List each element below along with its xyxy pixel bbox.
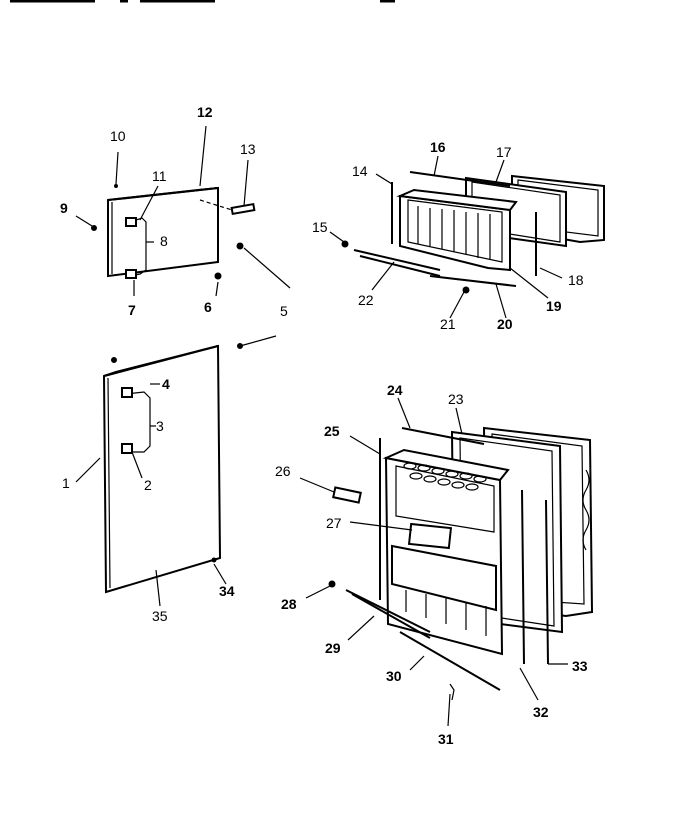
callout-11: 11: [152, 168, 167, 184]
callout-27: 27: [326, 515, 342, 531]
egg-tray: [403, 462, 487, 491]
callout-30: 30: [386, 668, 402, 684]
callout-17: 17: [496, 144, 512, 160]
callout-16: 16: [430, 139, 446, 155]
callout-1: 1: [62, 475, 70, 491]
callout-labels: 1 2 3 4 5 6 7 8 9 10 11 12 13 14 15 16 1…: [60, 104, 588, 747]
callout-32: 32: [533, 704, 549, 720]
callout-34: 34: [219, 583, 235, 599]
callout-5: 5: [280, 303, 288, 319]
callout-20: 20: [497, 316, 513, 332]
callout-12: 12: [197, 104, 213, 120]
freezer-liner-assembly: [329, 155, 605, 319]
hinge-screw: [236, 242, 244, 250]
callout-29: 29: [325, 640, 341, 656]
butter-compartment: [407, 522, 453, 550]
callout-35: 35: [152, 608, 168, 624]
callout-26: 26: [275, 463, 291, 479]
callout-14: 14: [352, 163, 368, 179]
fresh-food-door-assembly: [75, 335, 277, 607]
callout-6: 6: [204, 299, 212, 315]
freezer-door-panel: [107, 186, 219, 278]
callout-19: 19: [546, 298, 562, 314]
callout-28: 28: [281, 596, 297, 612]
callout-3: 3: [156, 418, 164, 434]
part-26: [332, 486, 362, 504]
callout-9: 9: [60, 200, 68, 216]
callout-15: 15: [312, 219, 328, 235]
freezer-door-assembly: [75, 125, 291, 297]
callout-10: 10: [110, 128, 126, 144]
freezer-handle: [129, 217, 147, 277]
callout-24: 24: [387, 382, 403, 398]
callout-2: 2: [144, 477, 152, 493]
fresh-food-liner-assembly: [299, 397, 594, 727]
callout-8: 8: [160, 233, 168, 249]
fresh-food-handle: [125, 391, 151, 453]
callout-7: 7: [128, 302, 136, 318]
callout-31: 31: [438, 731, 454, 747]
callout-25: 25: [324, 423, 340, 439]
hinge-pin: [230, 202, 256, 216]
callout-4: 4: [162, 376, 170, 392]
callout-18: 18: [568, 272, 584, 288]
callout-21: 21: [440, 316, 456, 332]
callout-22: 22: [358, 292, 374, 308]
callout-13: 13: [240, 141, 256, 157]
callout-23: 23: [448, 391, 464, 407]
callout-33: 33: [572, 658, 588, 674]
